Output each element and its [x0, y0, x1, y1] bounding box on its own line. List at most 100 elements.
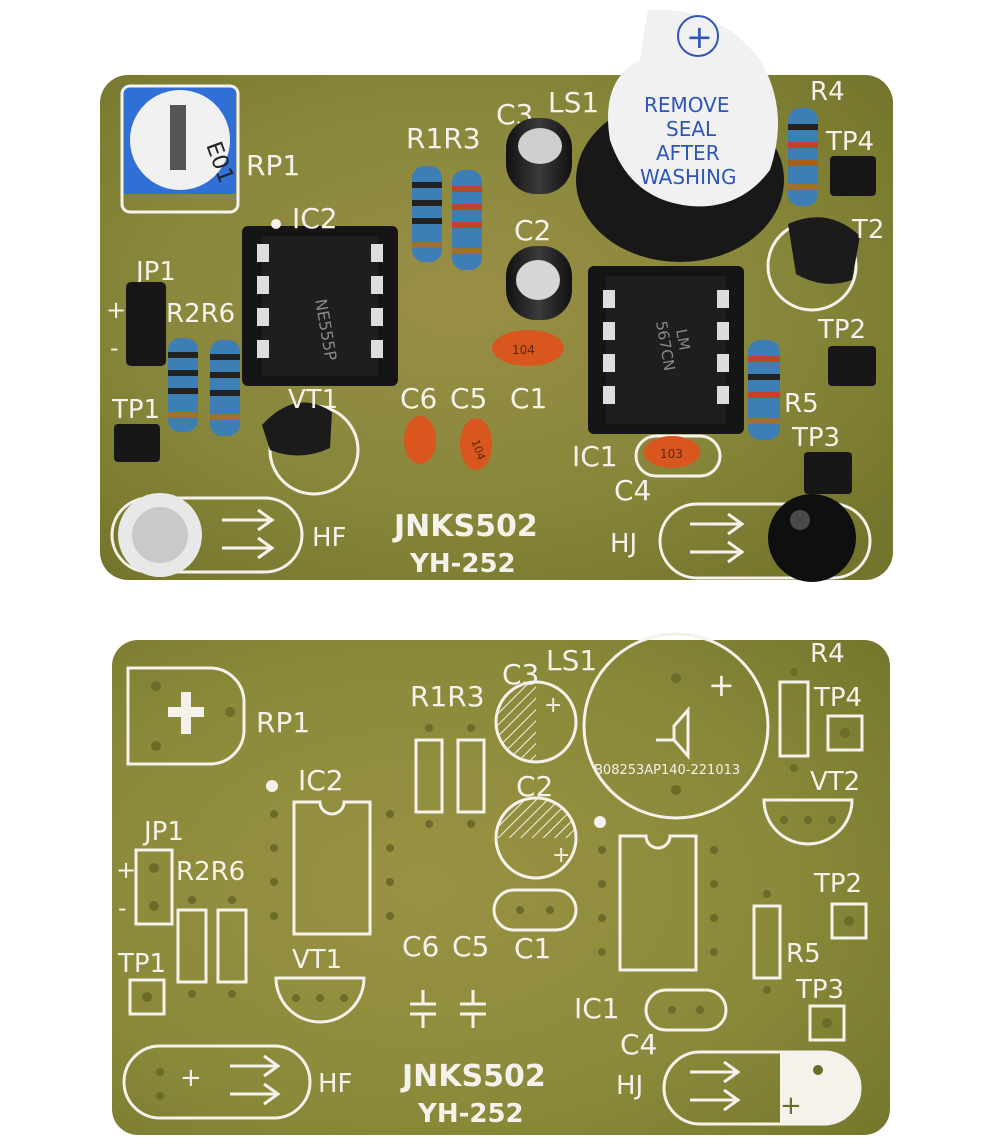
label-r5: R5 [784, 389, 819, 419]
ic1-footprint [618, 834, 698, 972]
label-tp1: TP1 [111, 395, 160, 425]
back-label-c6: C6 [402, 930, 439, 963]
resistor-r1 [412, 166, 442, 262]
buzzer-code: B08253AP140-221013 [594, 763, 740, 778]
vt2-footprint [762, 798, 854, 846]
sticker-line-3: AFTER [656, 141, 720, 165]
resistor-r4 [788, 108, 818, 206]
pcb-back [112, 640, 890, 1135]
hj-outline [658, 502, 872, 580]
c3-hatch [496, 682, 536, 762]
back-label-c5: C5 [452, 930, 489, 963]
back-hf-outline [122, 1044, 312, 1120]
hj-silk-fill [780, 1052, 860, 1124]
tp4-footprint [826, 714, 864, 752]
label-tp2: TP2 [817, 315, 866, 345]
back-label-ic1: IC1 [574, 992, 620, 1025]
r2-footprint [176, 908, 208, 984]
vt1-footprint [274, 976, 366, 1024]
back-jp1-minus: - [118, 894, 127, 922]
back-label-hf: HF [318, 1069, 353, 1099]
back-jp1-plus: + [116, 856, 136, 884]
ic1-pin1-dot-back [594, 816, 606, 828]
transistor-vt1 [262, 402, 332, 456]
sticker-line-1: REMOVE [644, 93, 730, 117]
ic2-footprint [292, 800, 372, 936]
ls1-plus: + [708, 666, 735, 704]
testpoint-tp1 [114, 424, 160, 462]
back-board: RP1 IC2 JP1 + - R2R6 TP1 VT1 + HF R1R3 C… [0, 600, 1000, 1141]
capacitor-c6 [404, 416, 436, 464]
rp1-footprint [126, 666, 246, 766]
back-board-photo: RP1 IC2 JP1 + - R2R6 TP1 VT1 + HF R1R3 C… [112, 632, 890, 1135]
back-label-ic2: IC2 [298, 764, 344, 797]
back-label-ls1: LS1 [546, 644, 597, 677]
back-label-tp3: TP3 [795, 975, 844, 1005]
c4-outline [634, 434, 722, 478]
testpoint-tp4 [830, 156, 876, 196]
label-r1r3: R1R3 [406, 122, 481, 155]
r4-footprint [778, 680, 810, 758]
sticker-plus-circle [677, 15, 719, 57]
label-tp3: TP3 [791, 423, 840, 453]
label-hf: HF [312, 523, 347, 553]
resistor-r3 [452, 170, 482, 270]
label-r2r6: R2R6 [166, 299, 235, 329]
tp1-footprint [128, 978, 166, 1016]
ic2-socket [242, 226, 398, 386]
c2-hatch [496, 798, 576, 838]
testpoint-tp3 [804, 452, 852, 494]
testpoint-tp2 [828, 346, 876, 386]
jp1-footprint [134, 848, 174, 926]
board-subtitle: YH-252 [409, 549, 516, 579]
label-ic1: IC1 [572, 440, 618, 473]
r6-footprint [216, 908, 248, 984]
c4-footprint [644, 988, 728, 1032]
rp1-outline [120, 84, 240, 214]
capacitor-c4 [644, 436, 700, 468]
ic1-socket [588, 266, 744, 434]
sticker-line-2: SEAL [666, 117, 717, 141]
buzzer-seal-sticker [608, 9, 778, 207]
front-board: E01 RP1 NE555P IC2 JP1 + - R2R6 TP1 VT1 [100, 9, 893, 582]
resistor-r5 [748, 340, 780, 440]
back-label-r5: R5 [786, 939, 821, 969]
tp2-footprint [830, 902, 868, 940]
label-hj: HJ [610, 529, 637, 559]
front-board-photo: E01 RP1 NE555P IC2 JP1 + - R2R6 TP1 VT1 [100, 9, 893, 582]
speaker-icon [656, 706, 690, 760]
label-c5: C5 [450, 382, 487, 415]
capacitor-c5 [460, 418, 492, 470]
label-vt1: VT1 [288, 385, 338, 415]
back-board-title: JNKS502 [400, 1059, 546, 1094]
jp1-minus: - [110, 334, 119, 362]
back-label-hj: HJ [616, 1071, 643, 1101]
label-tp4: TP4 [825, 127, 874, 157]
back-label-vt1: VT1 [292, 945, 342, 975]
label-rp1: RP1 [246, 149, 300, 182]
jp1-plus: + [106, 296, 126, 324]
c2-plus: + [552, 843, 570, 868]
back-board-subtitle: YH-252 [417, 1099, 524, 1129]
back-label-tp4: TP4 [813, 683, 862, 713]
label-c2: C2 [514, 214, 551, 247]
c1-marking: 104 [512, 343, 535, 357]
back-label-rp1: RP1 [256, 706, 310, 739]
c6-symbol [410, 990, 436, 1028]
back-label-tp2: TP2 [813, 869, 862, 899]
back-label-c1: C1 [514, 932, 551, 965]
ic1-marking-1: LM [672, 328, 693, 352]
hj-arrows [690, 512, 745, 564]
back-hj-plus: + [780, 1091, 802, 1121]
capacitor-c1 [492, 330, 564, 366]
sticker-plus: + [686, 18, 713, 56]
back-hf-arrows [230, 1054, 281, 1106]
r5-footprint [752, 904, 782, 980]
sticker-line-4: WASHING [640, 165, 736, 189]
label-vt2: T2 [851, 215, 884, 245]
back-label-r4: R4 [810, 639, 845, 669]
back-label-r1r3: R1R3 [410, 680, 485, 713]
potentiometer-rp1: E01 [122, 86, 238, 194]
label-r4: R4 [810, 77, 845, 107]
label-c6: C6 [400, 382, 437, 415]
